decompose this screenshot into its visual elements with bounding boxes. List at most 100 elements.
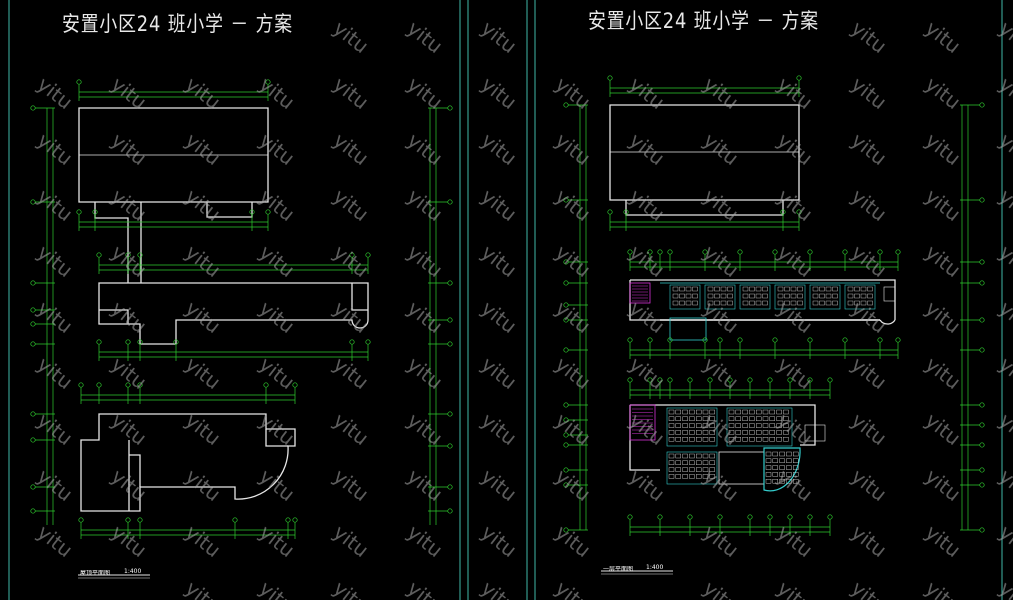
desk xyxy=(702,437,709,442)
desk xyxy=(749,286,755,292)
desk xyxy=(793,458,799,463)
desk xyxy=(679,300,685,306)
axis-bubble xyxy=(447,105,453,111)
left-sheet-title: 安置小区24 班小学 － 方案 xyxy=(62,12,293,36)
desk xyxy=(682,474,688,479)
axis-bubble xyxy=(667,337,673,343)
axis-bubble xyxy=(447,199,453,205)
desk xyxy=(675,430,681,435)
desk xyxy=(797,293,803,299)
desk xyxy=(860,300,867,306)
axis-bubble xyxy=(125,382,131,388)
desk xyxy=(709,474,715,479)
desk xyxy=(679,286,685,292)
desk xyxy=(696,437,702,442)
desk xyxy=(847,286,854,292)
desk xyxy=(692,293,698,299)
axis-bubble xyxy=(447,317,453,323)
axis-bubble xyxy=(687,377,693,383)
axis-bubble xyxy=(667,249,673,255)
desk xyxy=(756,423,762,428)
desk xyxy=(762,409,769,415)
axis-bubble xyxy=(807,337,813,343)
axis-bubble xyxy=(979,280,985,286)
axis-bubble xyxy=(447,411,453,417)
desk xyxy=(728,423,735,428)
desk xyxy=(769,423,775,428)
axis-bubble xyxy=(96,382,102,388)
axis-bubble xyxy=(76,209,82,215)
desk xyxy=(772,458,778,463)
desk xyxy=(675,453,681,459)
desk xyxy=(689,437,695,442)
desk xyxy=(786,458,792,463)
axis-bubble xyxy=(92,209,98,215)
desk xyxy=(847,300,854,306)
desk xyxy=(692,300,698,306)
desk xyxy=(668,423,675,428)
room xyxy=(718,451,765,485)
desk xyxy=(714,293,720,299)
axis-bubble xyxy=(787,514,793,520)
axis-bubble xyxy=(979,197,985,203)
desk xyxy=(702,409,709,415)
axis-bubble xyxy=(627,337,633,343)
desk xyxy=(685,300,692,306)
left-plan-label: 屋顶平面图 xyxy=(80,570,111,577)
axis-bubble xyxy=(137,382,143,388)
desk xyxy=(784,300,790,306)
desk xyxy=(696,416,702,421)
desk xyxy=(668,430,675,435)
desk xyxy=(749,409,755,415)
desk xyxy=(727,300,733,306)
desk xyxy=(786,451,792,457)
desk xyxy=(679,293,685,299)
desk xyxy=(675,423,681,428)
axis-bubble xyxy=(563,527,569,533)
stair-right-lower xyxy=(804,424,826,442)
axis-bubble xyxy=(979,527,985,533)
axis-bubble xyxy=(30,321,36,327)
desk xyxy=(762,430,769,435)
axis-bubble xyxy=(349,252,355,258)
axis-bubble xyxy=(96,339,102,345)
desk xyxy=(709,467,715,472)
desk xyxy=(685,286,692,292)
axis-bubble xyxy=(30,508,36,514)
roof-link-wall xyxy=(94,202,129,283)
axis-bubble xyxy=(30,307,36,313)
roof-block-bottom-detail xyxy=(265,429,288,447)
right-sheet-title: 安置小区24 班小学 － 方案 xyxy=(588,9,819,33)
desk xyxy=(707,293,714,299)
axis-bubble xyxy=(767,514,773,520)
axis-bubble xyxy=(979,259,985,265)
desk xyxy=(720,293,727,299)
desk xyxy=(682,453,688,459)
axis-bubble xyxy=(747,514,753,520)
desk xyxy=(668,460,675,465)
axis-bubble xyxy=(292,517,298,523)
desk xyxy=(682,409,688,415)
desk xyxy=(762,423,769,428)
roof-block-bottom xyxy=(80,413,296,512)
stair-right xyxy=(883,286,896,302)
desk xyxy=(702,467,709,472)
desk xyxy=(784,286,790,292)
axis-bubble xyxy=(702,337,708,343)
desk xyxy=(776,409,782,415)
desk xyxy=(867,300,873,306)
axis-bubble xyxy=(563,402,569,408)
axis-bubble xyxy=(137,517,143,523)
axis-bubble xyxy=(807,249,813,255)
desk xyxy=(755,300,762,306)
axis-bubble xyxy=(842,337,848,343)
axis-bubble xyxy=(979,102,985,108)
desk xyxy=(696,474,702,479)
axis-bubble xyxy=(627,377,633,383)
axis-bubble xyxy=(447,484,453,490)
desk xyxy=(783,430,789,435)
desk xyxy=(762,300,768,306)
roof-block-middle xyxy=(98,282,369,345)
axis-bubble xyxy=(827,514,833,520)
